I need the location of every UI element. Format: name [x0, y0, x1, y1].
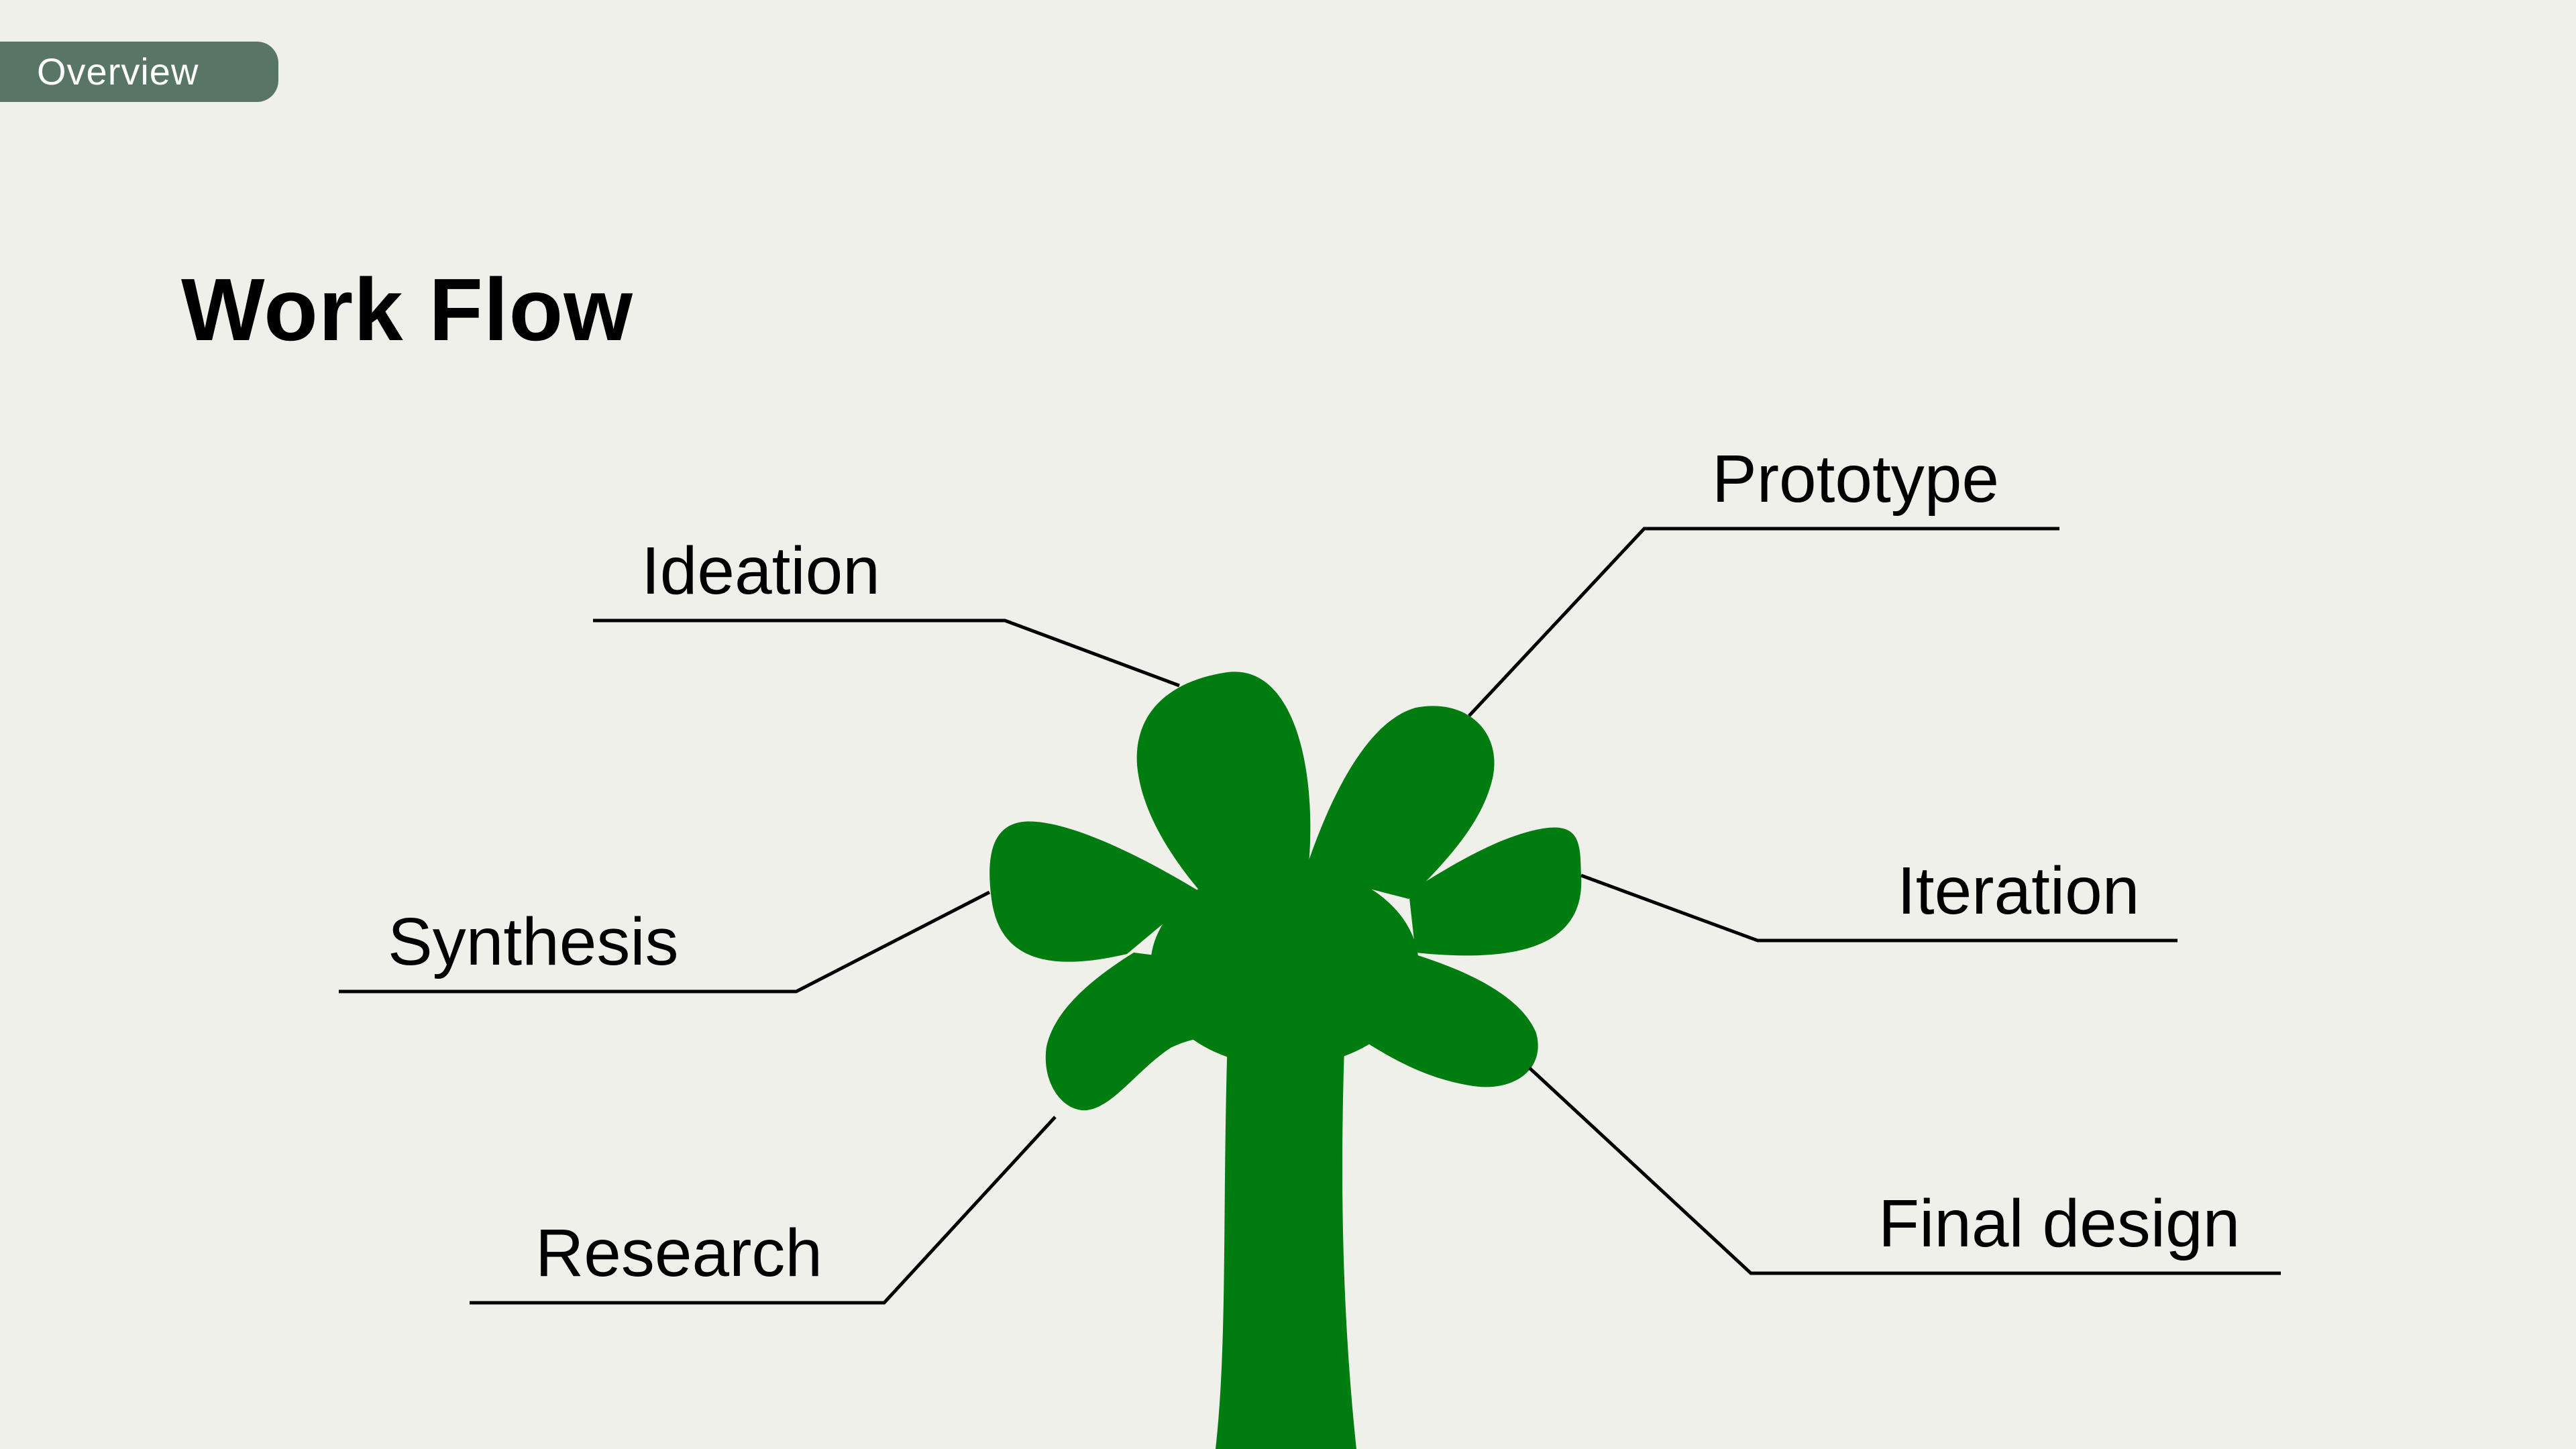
leaf-research — [1046, 953, 1241, 1110]
leaf-ideation — [1137, 672, 1311, 892]
plant-illustration — [989, 672, 1581, 1449]
leader-line-ideation — [593, 621, 1179, 686]
plant-trunk — [1216, 1030, 1356, 1449]
label-final-design: Final design — [1878, 1186, 2240, 1261]
leader-line-prototype — [1469, 529, 2059, 716]
label-synthesis: Synthesis — [388, 904, 679, 979]
label-prototype: Prototype — [1712, 441, 1999, 517]
leaf-final-design — [1328, 953, 1538, 1087]
label-ideation: Ideation — [641, 533, 880, 608]
label-research: Research — [535, 1216, 822, 1291]
label-iteration: Iteration — [1897, 853, 2139, 928]
